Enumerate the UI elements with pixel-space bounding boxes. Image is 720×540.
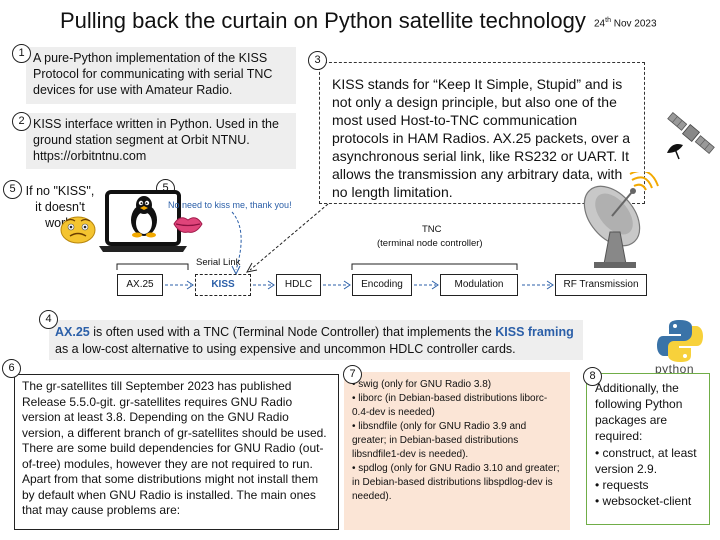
pipeline-encoding: Encoding xyxy=(352,274,412,296)
badge-2: 2 xyxy=(12,112,31,131)
note-8-item: • requests xyxy=(595,478,649,492)
note-8-intro: Additionally, the following Python packa… xyxy=(595,381,683,443)
note-1-box: A pure-Python implementation of the KISS… xyxy=(26,47,296,104)
tnc-label: TNC xyxy=(422,224,442,235)
pipeline-ax25: AX.25 xyxy=(117,274,163,296)
emoji-face-icon xyxy=(60,216,96,244)
note-3-box: KISS stands for “Keep It Simple, Stupid”… xyxy=(319,62,645,204)
note-7-item: • liborc (in Debian-based distributions … xyxy=(352,393,548,418)
note-4-box: AX.25 is often used with a TNC (Terminal… xyxy=(49,320,583,360)
date-day: 24 xyxy=(594,18,606,30)
pipeline-kiss: KISS xyxy=(195,274,251,296)
note-3-text: KISS stands for “Keep It Simple, Stupid”… xyxy=(332,76,631,200)
note-6-text: The gr-satellites till September 2023 ha… xyxy=(22,379,327,517)
badge-3: 3 xyxy=(308,51,327,70)
note-4-kiss: KISS framing xyxy=(495,325,574,339)
badge-4: 4 xyxy=(39,310,58,329)
note-8-box: Additionally, the following Python packa… xyxy=(586,373,710,525)
note-7-item: • libsndfile (only for GNU Radio 3.9 and… xyxy=(352,421,527,460)
date: 24th Nov 2023 xyxy=(594,17,657,29)
note-4-middle: is often used with a TNC (Terminal Node … xyxy=(89,325,496,339)
note-4-ax25: AX.25 xyxy=(55,325,90,339)
note-4-end: as a low-cost alternative to using expen… xyxy=(55,342,516,356)
note-7-box: • swig (only for GNU Radio 3.8) • liborc… xyxy=(344,372,570,530)
badge-6: 6 xyxy=(2,359,21,378)
penguin-icon xyxy=(131,196,157,238)
serial-link-label: Serial Link xyxy=(196,257,241,268)
date-suffix: th xyxy=(605,17,611,24)
python-logo-icon xyxy=(657,320,703,362)
note-8-item: • construct, at least version 2.9. xyxy=(595,446,697,476)
pipeline-rf-transmission: RF Transmission xyxy=(555,274,647,296)
note-7-item: • swig (only for GNU Radio 3.8) xyxy=(352,379,492,390)
note-6-box: The gr-satellites till September 2023 ha… xyxy=(14,374,339,530)
pipeline-hdlc: HDLC xyxy=(276,274,321,296)
badge-7: 7 xyxy=(343,365,362,384)
note-7-item: • spdlog (only for GNU Radio 3.10 and gr… xyxy=(352,463,560,502)
lips-icon xyxy=(173,217,203,233)
python-logo-text: python xyxy=(655,362,695,376)
note-1-text: A pure-Python implementation of the KISS… xyxy=(33,51,273,97)
badge-5-left: 5 xyxy=(3,180,22,199)
satellite-dish-small-icon xyxy=(667,144,683,160)
badge-1: 1 xyxy=(12,44,31,63)
note-8-item: • websocket-client xyxy=(595,494,692,508)
tnc-sublabel: (terminal node controller) xyxy=(377,238,483,249)
pipeline-modulation: Modulation xyxy=(440,274,518,296)
page-title: Pulling back the curtain on Python satel… xyxy=(60,8,586,33)
badge-8: 8 xyxy=(583,367,602,386)
satellite-icon xyxy=(667,112,715,154)
kiss-reply-text: No need to kiss me, thank you! xyxy=(168,200,292,210)
dish-antenna-icon xyxy=(583,172,659,268)
note-2-text: KISS interface written in Python. Used i… xyxy=(33,117,279,163)
note-2-box: KISS interface written in Python. Used i… xyxy=(26,113,296,169)
date-rest: Nov 2023 xyxy=(610,18,657,30)
